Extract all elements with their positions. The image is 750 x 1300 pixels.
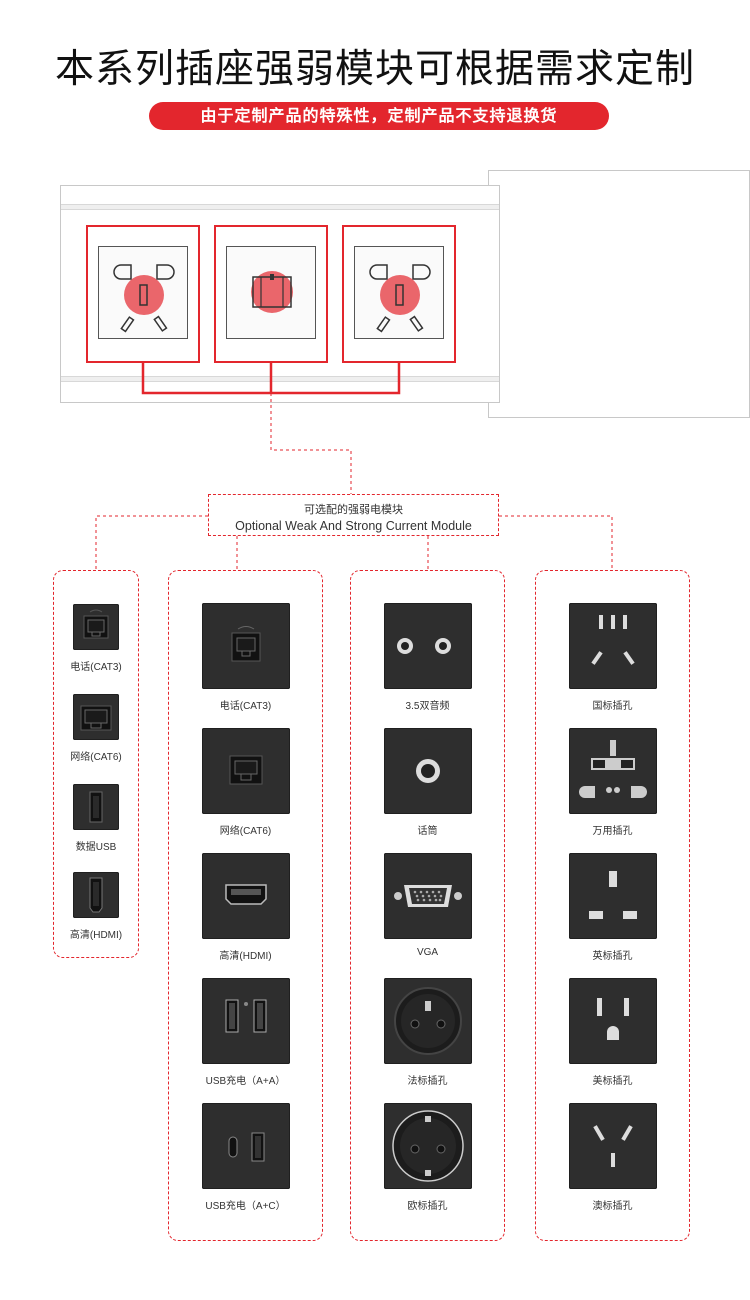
module-item[interactable]: 欧标插孔: [350, 1103, 505, 1212]
rj45-icon: [73, 694, 119, 740]
module-item[interactable]: 国标插孔: [535, 603, 690, 712]
universal-socket-icon: [568, 728, 657, 814]
usb-ac-icon: [201, 1103, 290, 1189]
audio-jack-icon: [383, 603, 472, 689]
module-label: USB充电（A+A）: [205, 1076, 286, 1087]
rj45-icon: [201, 728, 290, 814]
network-module-icon: [226, 246, 316, 339]
us-socket-icon: [568, 978, 657, 1064]
module-item[interactable]: 美标插孔: [535, 978, 690, 1087]
module-label: 电话(CAT3): [219, 701, 272, 712]
module-item[interactable]: 3.5双音频: [350, 603, 505, 712]
strip-rail-bottom: [61, 376, 499, 382]
rj11-icon: [73, 604, 119, 650]
module-label: 数据USB: [75, 842, 117, 853]
module-item[interactable]: 电话(CAT3): [56, 604, 136, 673]
module-label: 高清(HDMI): [69, 930, 123, 941]
module-item[interactable]: USB充电（A+C）: [168, 1103, 323, 1212]
module-label: 电话(CAT3): [70, 662, 122, 673]
module-options-box: 可选配的强弱电模块 Optional Weak And Strong Curre…: [208, 494, 499, 536]
module-label: 话筒: [417, 826, 438, 837]
module-label: 国标插孔: [592, 701, 633, 712]
module-title-cn: 可选配的强弱电模块: [304, 503, 403, 516]
strip-slot-2[interactable]: [214, 225, 328, 363]
hdmi-icon: [73, 872, 119, 918]
module-title-en: Optional Weak And Strong Current Module: [235, 519, 472, 533]
module-item[interactable]: VGA: [350, 853, 505, 958]
module-item[interactable]: 话筒: [350, 728, 505, 837]
module-label: 网络(CAT6): [70, 752, 122, 763]
module-label: 欧标插孔: [407, 1201, 448, 1212]
euro-socket-icon: [383, 1103, 472, 1189]
module-item[interactable]: 网络(CAT6): [56, 694, 136, 763]
module-label: 美标插孔: [592, 1076, 633, 1087]
cn-socket-icon: [568, 603, 657, 689]
hdmi-icon: [201, 853, 290, 939]
module-label: 法标插孔: [407, 1076, 448, 1087]
usb-aa-icon: [201, 978, 290, 1064]
strip-slot-1[interactable]: [86, 225, 200, 363]
cn-five-hole-socket-icon: [98, 246, 188, 339]
mic-jack-icon: [383, 728, 472, 814]
module-item[interactable]: 法标插孔: [350, 978, 505, 1087]
module-item[interactable]: 万用插孔: [535, 728, 690, 837]
usb-icon: [73, 784, 119, 830]
module-label: VGA: [416, 947, 439, 958]
module-item[interactable]: 电话(CAT3): [168, 603, 323, 712]
uk-socket-icon: [568, 853, 657, 939]
module-label: 3.5双音频: [405, 701, 450, 712]
module-item[interactable]: 数据USB: [56, 784, 136, 853]
french-socket-icon: [383, 978, 472, 1064]
module-label: 万用插孔: [592, 826, 633, 837]
module-item[interactable]: 高清(HDMI): [168, 853, 323, 962]
module-label: 高清(HDMI): [219, 951, 272, 962]
module-label: 网络(CAT6): [219, 826, 272, 837]
rj11-icon: [201, 603, 290, 689]
page-title: 本系列插座强弱模块可根据需求定制: [54, 47, 695, 92]
module-label: USB充电（A+C）: [205, 1201, 286, 1212]
strip-rail-top: [61, 204, 499, 210]
au-socket-icon: [568, 1103, 657, 1189]
cn-five-hole-socket-icon: [354, 246, 444, 339]
module-item[interactable]: 英标插孔: [535, 853, 690, 962]
vga-icon: [383, 853, 472, 939]
module-label: 英标插孔: [592, 951, 633, 962]
strip-slot-3[interactable]: [342, 225, 456, 363]
module-label: 澳标插孔: [592, 1201, 633, 1212]
module-item[interactable]: 网络(CAT6): [168, 728, 323, 837]
module-item[interactable]: USB充电（A+A）: [168, 978, 323, 1087]
notice-badge: 由于定制产品的特殊性，定制产品不支持退换货: [149, 102, 609, 130]
module-item[interactable]: 澳标插孔: [535, 1103, 690, 1212]
module-item[interactable]: 高清(HDMI): [56, 872, 136, 941]
